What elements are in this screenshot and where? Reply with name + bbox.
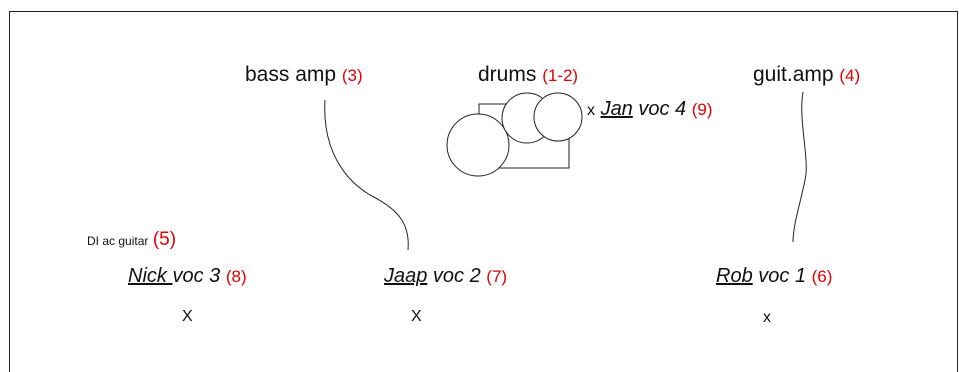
bass-amp-text: bass amp (245, 63, 337, 86)
bass-amp-cable (324, 99, 409, 251)
drums-text: drums (478, 63, 537, 86)
guitar-amp-label: guit.amp (4) (753, 64, 860, 85)
nick-name: Nick (128, 265, 173, 287)
rob-name: Rob (716, 265, 753, 287)
drums-label: drums (1-2) (478, 64, 578, 85)
rob-position: Rob voc 1 (6) (716, 266, 832, 286)
rob-part: voc 1 (752, 265, 807, 287)
jaap-name: Jaap (384, 265, 428, 287)
jan-position: x Jan voc 4 (9) (587, 99, 713, 119)
nick-position: Nick voc 3 (8) (128, 266, 247, 286)
nick-marker: X (182, 308, 193, 325)
jan-name: Jan (600, 98, 633, 120)
guitar-amp-cable (792, 91, 807, 243)
rob-marker: x (763, 309, 771, 326)
jan-marker: x (587, 102, 595, 119)
rack-tom-2 (533, 92, 583, 142)
jaap-marker: X (411, 308, 422, 325)
stage-plot-frame (9, 11, 958, 372)
guitar-amp-number: (4) (839, 66, 861, 85)
jaap-position: Jaap voc 2 (7) (384, 266, 507, 286)
di-ac-guitar-label: DI ac guitar (5) (87, 230, 176, 249)
nick-part: voc 3 (172, 265, 221, 287)
guitar-amp-text: guit.amp (753, 63, 834, 86)
di-ac-guitar-text: DI ac guitar (87, 234, 149, 248)
jan-part: voc 4 (632, 98, 687, 120)
jaap-part: voc 2 (427, 265, 481, 287)
bass-amp-label: bass amp (3) (245, 64, 363, 85)
jan-number: (9) (691, 100, 713, 119)
rob-number: (6) (811, 267, 833, 286)
bass-amp-number: (3) (341, 66, 363, 85)
nick-number: (8) (225, 267, 247, 286)
drums-number: (1-2) (542, 66, 579, 85)
jaap-number: (7) (486, 267, 508, 286)
di-ac-guitar-number: (5) (152, 229, 177, 250)
floor-tom (446, 113, 510, 177)
